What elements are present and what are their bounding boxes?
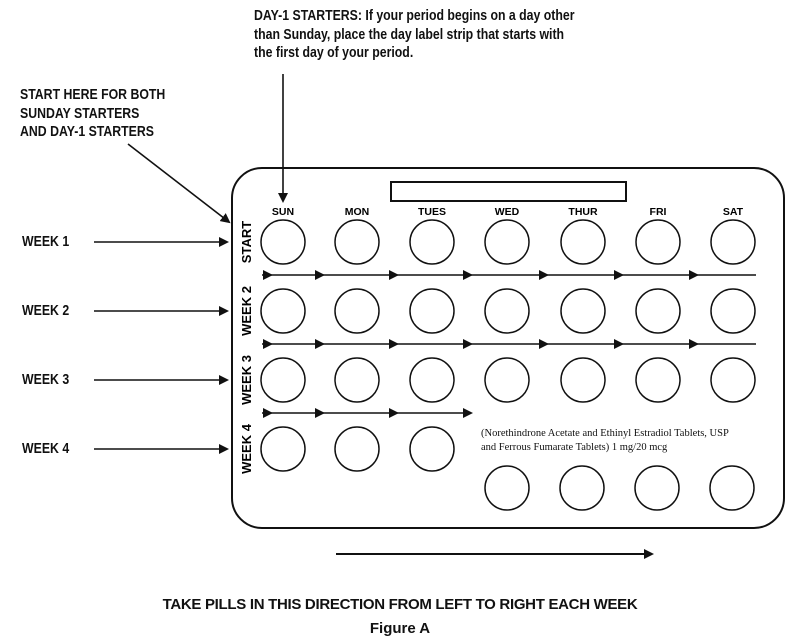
pill-week3-tues xyxy=(409,357,455,403)
figure-caption: Figure A xyxy=(369,620,431,637)
row-line-1-arrowhead-3 xyxy=(389,270,399,280)
row-line-1-arrowhead-4 xyxy=(463,270,473,280)
start-here-pointer-arrow xyxy=(127,143,231,224)
pill-week2-sun xyxy=(260,288,306,334)
day1-note-line-2: than Sunday, place the day label strip t… xyxy=(254,25,565,43)
pill-week1-mon xyxy=(334,219,380,265)
day-header-thur: THUR xyxy=(568,206,598,218)
pill-week1-wed xyxy=(484,219,530,265)
row-line-2-arrowhead-2 xyxy=(315,339,325,349)
pill-week2-fri xyxy=(635,288,681,334)
day-header-fri: FRI xyxy=(650,206,667,218)
pill-week3-fri xyxy=(635,357,681,403)
pill-week3-sun xyxy=(260,357,306,403)
row-line-1-arrowhead-5 xyxy=(539,270,549,280)
product-description: (Norethindrone Acetate and Ethinyl Estra… xyxy=(481,427,771,455)
start-here-note: START HERE FOR BOTH SUNDAY STARTERS AND … xyxy=(20,86,197,142)
pill-week2-thur xyxy=(560,288,606,334)
row-line-3-arrowhead-1 xyxy=(263,408,273,418)
row-line-2-arrowhead-4 xyxy=(463,339,473,349)
pills xyxy=(260,219,756,511)
row-line-2-arrowhead-3 xyxy=(389,339,399,349)
pill-week2-tues xyxy=(409,288,455,334)
pill-week1-thur xyxy=(560,219,606,265)
pill-week2-mon xyxy=(334,288,380,334)
row-label-3: WEEK 3 xyxy=(239,355,254,405)
pill-week3-thur xyxy=(560,357,606,403)
row-direction-lines xyxy=(262,270,756,418)
day-header-tues: TUES xyxy=(418,206,446,218)
pill-week4-mon xyxy=(334,426,380,472)
direction-instruction: TAKE PILLS IN THIS DIRECTION FROM LEFT T… xyxy=(162,596,638,613)
row-line-3-arrowhead-2 xyxy=(315,408,325,418)
row-line-1-arrowhead-7 xyxy=(689,270,699,280)
row-line-2-arrowhead-5 xyxy=(539,339,549,349)
row-label-1: START xyxy=(239,221,254,263)
start-note-line-1: START HERE FOR BOTH xyxy=(20,86,166,103)
pill-week3-sat xyxy=(710,357,756,403)
pill-week4-tues xyxy=(409,426,455,472)
week-2-label: WEEK 2 xyxy=(22,302,70,319)
day-header-wed: WED xyxy=(495,206,520,218)
pill-week2-sat xyxy=(710,288,756,334)
pill-pack-outline xyxy=(231,167,785,529)
start-note-line-3: AND DAY-1 STARTERS xyxy=(20,123,154,140)
pill-week1-sat xyxy=(710,219,756,265)
row-line-3-arrowhead-4 xyxy=(463,408,473,418)
reminder-pill-3 xyxy=(634,465,680,511)
week-3-label: WEEK 3 xyxy=(22,371,70,388)
row-line-2-arrowhead-1 xyxy=(263,339,273,349)
week-4-label: WEEK 4 xyxy=(22,440,70,457)
pill-week4-sun xyxy=(260,426,306,472)
product-line-1: (Norethindrone Acetate and Ethinyl Estra… xyxy=(481,428,729,439)
reminder-pill-1 xyxy=(484,465,530,511)
day1-starters-note: DAY-1 STARTERS: If your period begins on… xyxy=(254,7,645,63)
reminder-pill-4 xyxy=(709,465,755,511)
product-line-2: and Ferrous Fumarate Tablets) 1 mg/20 mc… xyxy=(481,442,668,453)
reminder-pill-2 xyxy=(559,465,605,511)
pill-week1-sun xyxy=(260,219,306,265)
day-header-sun: SUN xyxy=(272,206,294,218)
row-line-1-arrowhead-1 xyxy=(263,270,273,280)
day-header-mon: MON xyxy=(345,206,370,218)
row-labels: START WEEK 2 WEEK 3 WEEK 4 xyxy=(239,221,254,474)
row-line-3-arrowhead-3 xyxy=(389,408,399,418)
row-line-2-arrowhead-7 xyxy=(689,339,699,349)
day1-note-line-3: the first day of your period. xyxy=(254,44,414,61)
row-line-1-arrowhead-2 xyxy=(315,270,325,280)
pill-week1-tues xyxy=(409,219,455,265)
row-label-2: WEEK 2 xyxy=(239,286,254,336)
week-1-label: WEEK 1 xyxy=(22,233,70,250)
row-line-1-arrowhead-6 xyxy=(614,270,624,280)
day-headers: SUN MON TUES WED THUR FRI SAT xyxy=(272,206,744,218)
row-line-2-arrowhead-6 xyxy=(614,339,624,349)
row-label-4: WEEK 4 xyxy=(239,423,254,474)
pill-week3-wed xyxy=(484,357,530,403)
day-header-sat: SAT xyxy=(723,206,744,218)
pill-week1-fri xyxy=(635,219,681,265)
day1-note-line-1: DAY-1 STARTERS: If your period begins on… xyxy=(254,7,575,24)
day-label-strip-area xyxy=(390,181,627,202)
pill-week2-wed xyxy=(484,288,530,334)
pill-week3-mon xyxy=(334,357,380,403)
start-note-line-2: SUNDAY STARTERS xyxy=(20,104,140,122)
